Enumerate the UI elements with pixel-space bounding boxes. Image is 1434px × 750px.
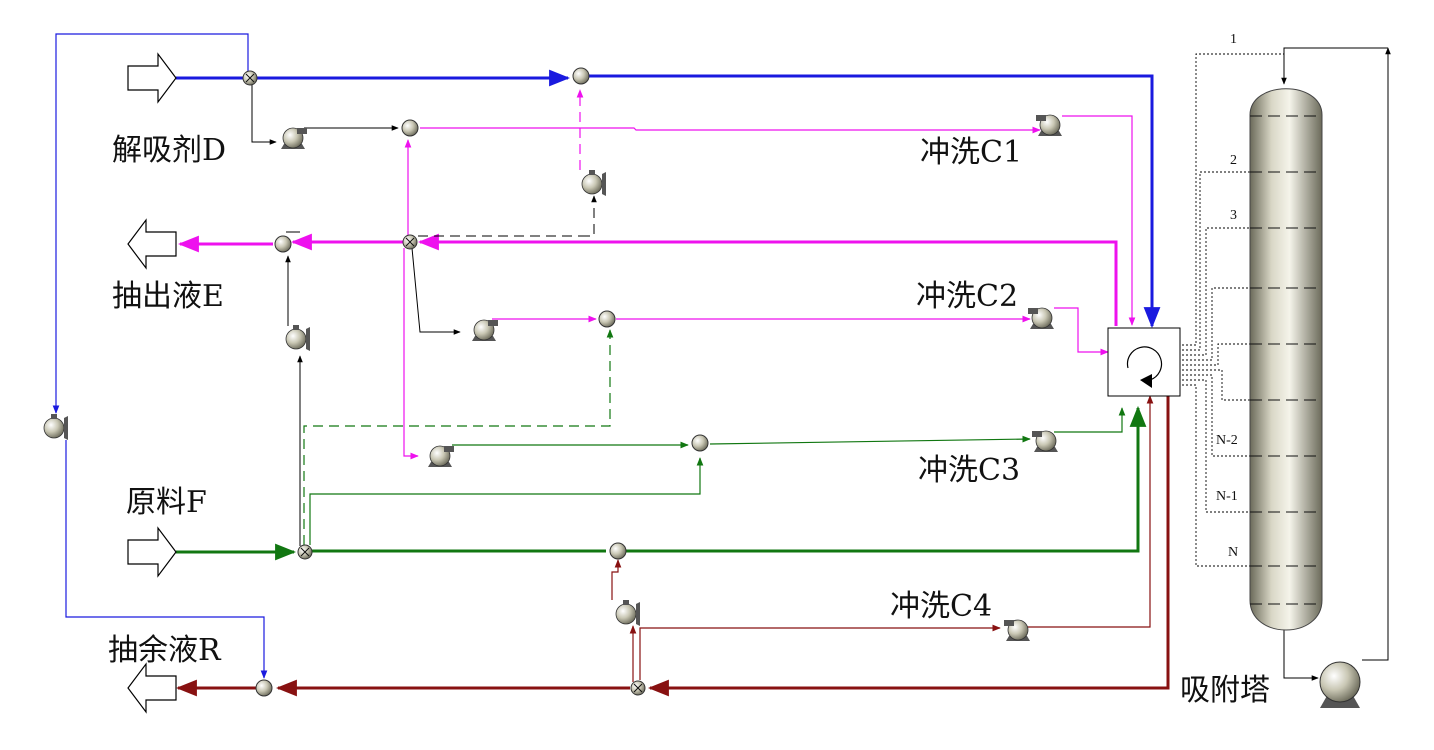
pumps	[43, 114, 1063, 642]
pump	[471, 319, 499, 342]
adsorption-column	[1249, 88, 1323, 631]
raffinate-outlet-arrow	[127, 662, 177, 714]
splitter	[242, 70, 258, 86]
tray-label: N-1	[1216, 489, 1238, 504]
mixer	[691, 434, 709, 452]
pump	[615, 599, 641, 627]
desorbent-label: 解吸剂D	[112, 133, 226, 168]
pump	[1031, 430, 1059, 453]
flush-c2-label: 冲洗C2	[916, 279, 1018, 314]
tray-labels: 1 2 3 N-2 N-1 N	[1216, 32, 1238, 560]
splitter	[297, 544, 313, 560]
pump	[43, 413, 69, 441]
raffinate-label: 抽余液R	[108, 633, 222, 668]
pump	[1035, 114, 1063, 137]
mixer	[401, 119, 419, 137]
splitter	[402, 234, 418, 250]
mixers	[255, 67, 709, 697]
pump	[427, 445, 455, 468]
flush-c1-label: 冲洗C1	[920, 135, 1022, 170]
recycle-pump	[1319, 661, 1361, 708]
extract-label: 抽出液E	[112, 279, 224, 314]
stream-arrows	[127, 52, 177, 714]
tray-label: 1	[1230, 32, 1237, 47]
mixer	[609, 542, 627, 560]
extract-outlet-arrow	[127, 218, 177, 270]
rotary-valve	[1107, 327, 1181, 397]
tray-label: 3	[1230, 208, 1237, 223]
feed-label: 原料F	[126, 485, 207, 520]
flush-c4-label: 冲洗C4	[890, 589, 992, 624]
mixer	[274, 235, 292, 253]
mixer	[598, 310, 616, 328]
column-label: 吸附塔	[1180, 673, 1270, 708]
tray-label: N	[1228, 545, 1238, 560]
pump	[285, 324, 311, 352]
extract-lines	[177, 89, 1136, 460]
splitter	[630, 680, 646, 696]
pump	[280, 127, 308, 150]
pump	[1027, 307, 1055, 330]
feed-lines	[176, 329, 1147, 561]
desorbent-inlet-arrow	[127, 52, 177, 104]
labels: 解吸剂D 抽出液E 原料F 抽余液R 冲洗C1 冲洗C2 冲洗C3 冲洗C4 吸…	[108, 133, 1270, 708]
mixer	[572, 67, 590, 85]
pump	[1003, 619, 1031, 642]
tray-label: N-2	[1216, 433, 1238, 448]
desorbent-lines	[52, 33, 1161, 679]
utility-lines	[251, 47, 1391, 681]
flush-c3-label: 冲洗C3	[918, 453, 1020, 488]
feed-inlet-arrow	[127, 526, 177, 578]
pump	[581, 169, 607, 197]
mixer	[255, 679, 273, 697]
raffinate-lines	[175, 395, 1170, 697]
tray-label: 2	[1230, 153, 1237, 168]
splitters	[242, 70, 646, 696]
